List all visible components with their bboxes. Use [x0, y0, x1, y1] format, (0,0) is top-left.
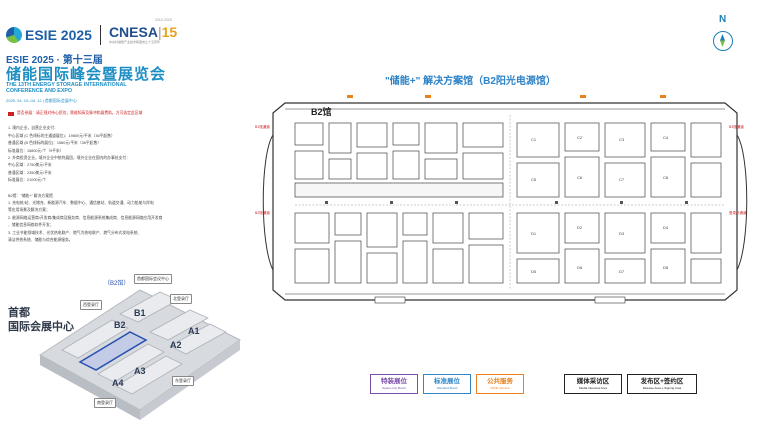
- legend-label: 公共服务: [487, 378, 513, 385]
- cnesa-logo-text: CNESA: [108, 24, 158, 40]
- legend-label-en: Media Interview Area: [578, 386, 607, 390]
- booth-label[interactable]: D4: [663, 225, 669, 230]
- notice-row: 是否参展：请正规对待心愿别，需维知高及脉冲和展费助。方可选定此区域: [8, 110, 240, 117]
- hall-a2-label: A2: [170, 340, 182, 350]
- booth-label[interactable]: C6: [577, 175, 583, 180]
- booth-label[interactable]: C8: [663, 175, 669, 180]
- legend-release-area: 发布区+签约区 Release Area + Signing Area: [627, 374, 697, 394]
- hall-label: B2馆: [311, 107, 332, 117]
- edition-label: ESIE 2025 · 第十三届: [6, 55, 103, 66]
- legend-media-area: 媒体采访区 Media Interview Area: [564, 374, 622, 394]
- legend-label-en: Standard Booth: [436, 386, 458, 390]
- esie-logo-text: ESIE 2025: [25, 27, 92, 43]
- event-title-en-line1: THE 13TH ENERGY STORAGE INTERNATIONAL: [6, 82, 127, 88]
- booth-label[interactable]: D6: [577, 265, 583, 270]
- notice-marker-icon: [8, 111, 14, 116]
- cnesa-subtitle: 中关村储能产业技术联盟成立十五周年: [108, 40, 160, 44]
- notice-text: 是否参展：请正规对待心愿别，需维知高及脉冲和展费助。方可选定此区域: [17, 111, 143, 115]
- cnesa-years: 2010-2025: [154, 18, 172, 22]
- north-hall-tag: 北登录厅: [170, 294, 192, 304]
- hall-b2-label: B2: [114, 320, 126, 330]
- legend-label: 特装展位: [381, 378, 407, 385]
- west-hall-tag: 西登录厅: [80, 300, 102, 310]
- info-line: 中心区域 (C 色线标的主通道展位)：19800元/平米（36平起售）: [8, 133, 115, 138]
- venue-name-line2: 国际会展中心: [8, 321, 74, 333]
- info-line: 1. 境内企业，自营企业支付：: [8, 126, 58, 131]
- cnesa-15-mark: 15: [161, 24, 178, 40]
- legend-label: 发布区+签约区: [640, 378, 684, 385]
- legend-label-en: Public Service: [490, 386, 510, 390]
- header-logos: ESIE 2025 2010-2025 CNESA|15 中关村储能产业技术联盟…: [6, 18, 189, 48]
- esie-swirl-icon: [6, 27, 22, 43]
- b2-hall-tag: （B2馆）: [104, 281, 130, 287]
- info-line: 标准展位：21000元/个: [8, 178, 47, 183]
- side-tag: B3馆通道: [729, 125, 744, 129]
- booth-label[interactable]: D8: [663, 265, 669, 270]
- b2-heading: B2馆："储能+" 解决方案馆: [8, 193, 53, 198]
- legend-label-en: Release Area + Signing Area: [642, 386, 682, 390]
- b2-line: 清洁供热系统、储能与综合能源服务。: [8, 238, 73, 243]
- floor-plan-drawing: [262, 95, 748, 304]
- b2-line: 1. 充电桩/站、光储充、新能源汽车、数据中心、通信基站、轨道交通、动力船舶与岸…: [8, 201, 154, 206]
- info-panel: 是否参展：请正规对待心愿别，需维知高及脉冲和展费助。方可选定此区域 1. 境内企…: [8, 110, 240, 245]
- booth-label[interactable]: C3: [619, 137, 625, 142]
- b2-line: 等应用场景及解决方案；: [8, 208, 50, 213]
- booth-label[interactable]: D7: [619, 269, 625, 274]
- date-venue: 2025. 04. 10–04. 12 | 首都国际会展中心: [6, 98, 77, 103]
- booth-label[interactable]: C2: [577, 135, 583, 140]
- hall-a3-label: A3: [134, 366, 146, 376]
- booth-label[interactable]: C4: [663, 135, 669, 140]
- info-line: 普通区域：2350美元/平米: [8, 170, 52, 175]
- compass-icon: [713, 31, 733, 51]
- info-line: 普通区域 (B 色线标的展位)：1580元/平米（36平起售）: [8, 141, 102, 146]
- compass-north-label: N: [719, 14, 727, 25]
- east-hall-tag: 东登录厅: [172, 376, 194, 386]
- info-line: 标准展位：15800元/个（9平米）: [8, 148, 64, 153]
- b2-line: 3. 工业节能领域技术、光伏热电联产、燃气冷热电联产、燃气分布式发电系统、: [8, 230, 142, 235]
- venue-illustration: 首都 国际会展中心 （B2馆） 首都国际会议中心 西登录厅 北登录厅 东登录厅 …: [0, 270, 260, 431]
- b2-line: 、储能信息网络软件开发；: [8, 223, 54, 228]
- info-line: 中心区域：2750美元/平米: [8, 163, 52, 168]
- logo-divider: [99, 25, 101, 45]
- map-title: "储能+" 解决方案馆（B2阳光电源馆）: [385, 76, 556, 87]
- booth-label[interactable]: D1: [531, 231, 537, 236]
- event-title-en-line2: CONFERENCE AND EXPO: [6, 88, 73, 94]
- b2-line: 2. 能源网络运营商/开发商/集成商及服务商、信息能源系统集成商、信息能源网络应…: [8, 215, 163, 220]
- booth-label[interactable]: C7: [619, 177, 625, 182]
- booth-label[interactable]: C1: [531, 137, 537, 142]
- hall-a1-label: A1: [188, 326, 200, 336]
- legend-space-only: 特装展位 Space-only Booth: [370, 374, 418, 394]
- side-tag: 登录厅通道: [729, 211, 747, 215]
- south-hall-tag: 南登录厅: [94, 398, 116, 408]
- venue-name-line1: 首都: [8, 307, 30, 319]
- legend-public-service: 公共服务 Public Service: [476, 374, 524, 394]
- event-title-en: THE 13TH ENERGY STORAGE INTERNATIONAL CO…: [6, 82, 166, 94]
- legend-label-en: Space-only Booth: [382, 386, 406, 390]
- legend-label: 媒体采访区: [576, 378, 610, 385]
- hall-a4-label: A4: [112, 378, 124, 388]
- event-title-cn: 储能国际峰会暨展览会: [6, 66, 167, 83]
- floor-plan: B2馆 B1馆通道 B2馆通道 B3馆通道 登录厅通道 C1 C2 C3 C4 …: [255, 85, 755, 345]
- esie-logo: ESIE 2025: [6, 27, 92, 43]
- legend-standard: 标准展位 Standard Booth: [423, 374, 471, 394]
- side-tag: B1馆通道: [255, 125, 270, 129]
- venue-3d-drawing: [39, 289, 241, 420]
- booth-label[interactable]: D2: [577, 225, 583, 230]
- booth-label[interactable]: D5: [531, 269, 537, 274]
- cnesa-logo: 2010-2025 CNESA|15 中关村储能产业技术联盟成立十五周年: [108, 18, 189, 48]
- conference-center-tag: 首都国际会议中心: [134, 274, 172, 284]
- booth-label[interactable]: C5: [531, 177, 537, 182]
- side-tag: B2馆通道: [255, 211, 270, 215]
- hall-b1-label: B1: [134, 308, 146, 318]
- booth-label[interactable]: D3: [619, 231, 625, 236]
- info-line: 2. 外商投资企业，境外企业中统符展团，境外企业在国内的办事处支付：: [8, 156, 130, 161]
- legend-label: 标准展位: [434, 378, 460, 385]
